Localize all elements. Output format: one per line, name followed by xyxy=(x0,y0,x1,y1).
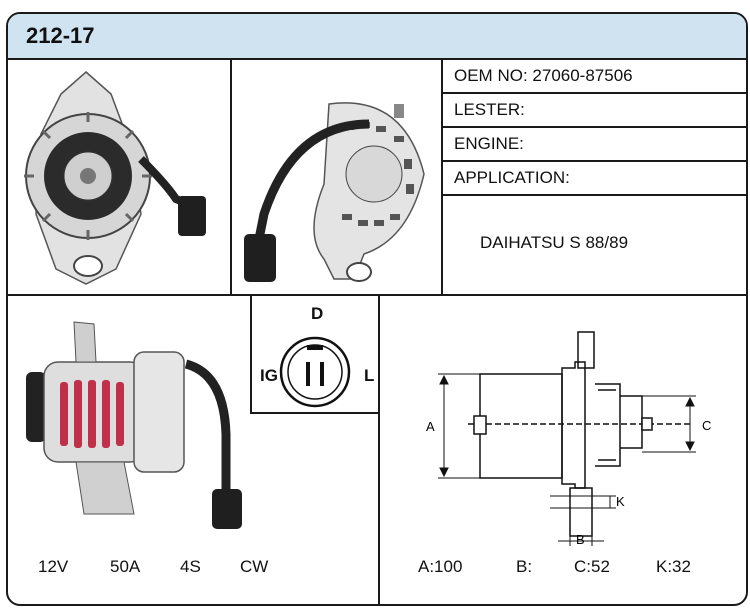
header-bar: 212-17 xyxy=(8,14,746,60)
divider xyxy=(441,58,443,296)
spec-amperage: 50A xyxy=(110,557,141,576)
dim-value-c: C:52 xyxy=(574,557,610,576)
divider xyxy=(378,294,380,604)
connector-diagram xyxy=(279,336,351,408)
dim-label-a: A xyxy=(426,419,435,434)
dim-value-a: A:100 xyxy=(418,557,463,576)
application-value: DAIHATSU S 88/89 xyxy=(480,233,629,252)
divider xyxy=(250,412,380,414)
divider xyxy=(8,294,746,296)
lester-label: LESTER: xyxy=(454,100,525,119)
dim-label-k: K xyxy=(616,494,625,509)
application-label: APPLICATION: xyxy=(454,168,570,187)
dimension-drawing: A C K B xyxy=(426,331,711,547)
winding-slots xyxy=(60,380,124,448)
divider xyxy=(250,294,252,414)
divider xyxy=(441,194,746,196)
divider xyxy=(230,58,232,296)
alternator-rear-photo xyxy=(244,102,425,282)
divider xyxy=(441,92,746,94)
pin-ig-label: IG xyxy=(260,366,278,385)
alternator-side-photo xyxy=(26,321,242,529)
pin-d-label: D xyxy=(311,304,324,323)
dim-value-b: B: xyxy=(516,557,533,576)
divider xyxy=(441,160,746,162)
spec-rotation: CW xyxy=(240,557,269,576)
engine-label: ENGINE: xyxy=(454,134,524,153)
divider xyxy=(441,126,746,128)
alternator-front-photo xyxy=(24,71,206,285)
spec-groove: 4S xyxy=(180,557,201,576)
product-sheet: 212-17 OEM NO: 27060-87506 LESTER: ENGIN… xyxy=(6,12,748,606)
oem-row: OEM NO: 27060-87506 xyxy=(454,66,633,86)
spec-voltage: 12V xyxy=(38,557,69,576)
oem-value: 27060-87506 xyxy=(532,66,633,85)
pin-l-label: L xyxy=(364,366,375,385)
dim-label-b: B xyxy=(576,532,585,547)
part-code: 212-17 xyxy=(26,23,95,48)
dim-label-c: C xyxy=(702,418,711,433)
dim-value-k: K:32 xyxy=(656,557,691,576)
oem-label: OEM NO: xyxy=(454,66,528,85)
